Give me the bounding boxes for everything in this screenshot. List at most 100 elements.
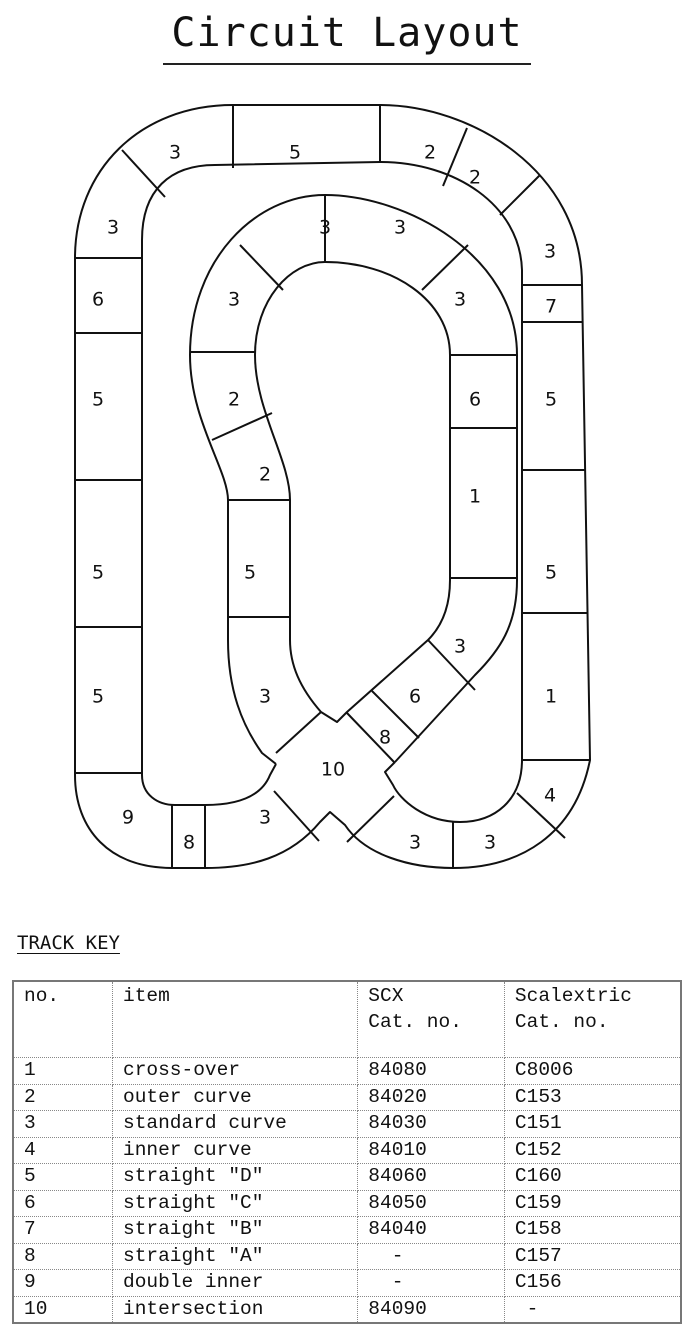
- cell-scx-cat-no: 84020: [357, 1083, 505, 1111]
- cell-scx-cat-no: -: [357, 1242, 505, 1270]
- track-piece-label: 3: [544, 241, 556, 263]
- header-scalextric-cat-no: Scalextric Cat. no.: [503, 980, 682, 1058]
- cell-item: standard curve: [111, 1110, 359, 1138]
- cell-no: 9: [12, 1269, 113, 1297]
- cell-scalextric-cat-no: -: [503, 1295, 682, 1324]
- outer-track-inner-edge-left: [141, 161, 523, 823]
- cell-no: 3: [12, 1110, 113, 1138]
- cell-item: intersection: [111, 1295, 359, 1324]
- track-piece-label: 3: [454, 289, 466, 311]
- track-piece-label: 5: [92, 562, 104, 584]
- cell-scx-cat-no: 84090: [357, 1295, 505, 1324]
- track-piece-labels: 3 5 2 2 3 3 6 7 5 5 5 5 5 1 4 9 8 3 3 3 …: [92, 142, 557, 854]
- track-piece-label: 4: [544, 785, 556, 807]
- track-piece-label: 3: [169, 142, 181, 164]
- track-piece-label: 5: [545, 389, 557, 411]
- outer-track-outer-edge: [74, 104, 591, 869]
- track-piece-label: 3: [409, 832, 421, 854]
- track-piece-label: 3: [259, 807, 271, 829]
- track-piece-label: 1: [469, 486, 481, 508]
- cell-scalextric-cat-no: C157: [503, 1242, 682, 1270]
- cell-scalextric-cat-no: C160: [503, 1163, 682, 1191]
- track-piece-label: 2: [469, 167, 481, 189]
- cell-scalextric-cat-no: C156: [503, 1269, 682, 1297]
- track-piece-label: 6: [409, 686, 421, 708]
- circuit-diagram: 3 5 2 2 3 3 6 7 5 5 5 5 5 1 4 9 8 3 3 3 …: [74, 104, 591, 869]
- cell-scx-cat-no: 84080: [357, 1057, 505, 1085]
- cell-no: 10: [12, 1295, 113, 1324]
- cell-scx-cat-no: 84060: [357, 1163, 505, 1191]
- track-piece-label: 3: [107, 217, 119, 239]
- cell-no: 1: [12, 1057, 113, 1085]
- track-piece-label: 5: [92, 389, 104, 411]
- track-piece-label: 3: [454, 636, 466, 658]
- track-piece-label: 10: [321, 759, 345, 781]
- cell-scx-cat-no: 84030: [357, 1110, 505, 1138]
- cell-no: 7: [12, 1216, 113, 1244]
- track-piece-label: 6: [92, 289, 104, 311]
- track-piece-label: 8: [183, 832, 195, 854]
- track-piece-label: 3: [259, 686, 271, 708]
- cell-item: cross-over: [111, 1057, 359, 1085]
- cell-item: straight "A": [111, 1242, 359, 1270]
- cell-scalextric-cat-no: C159: [503, 1189, 682, 1217]
- track-piece-label: 8: [379, 727, 391, 749]
- track-piece-label: 5: [289, 142, 301, 164]
- track-piece-label: 9: [122, 807, 134, 829]
- track-piece-label: 6: [469, 389, 481, 411]
- cell-scx-cat-no: 84040: [357, 1216, 505, 1244]
- track-piece-label: 5: [545, 562, 557, 584]
- cell-no: 5: [12, 1163, 113, 1191]
- track-piece-dividers: [75, 105, 590, 868]
- cell-item: outer curve: [111, 1083, 359, 1111]
- cell-scx-cat-no: -: [357, 1269, 505, 1297]
- track-piece-label: 2: [424, 142, 436, 164]
- cell-scalextric-cat-no: C158: [503, 1216, 682, 1244]
- page-title: Circuit Layout: [171, 10, 523, 56]
- cell-scalextric-cat-no: C152: [503, 1136, 682, 1164]
- track-piece-label: 3: [484, 832, 496, 854]
- inner-loop-outer-edge: [189, 194, 518, 765]
- table-header-row: no. item SCX Cat. no. Scalextric Cat. no…: [12, 980, 682, 1058]
- cell-scalextric-cat-no: C8006: [503, 1057, 682, 1085]
- track-piece-label: 3: [319, 217, 331, 239]
- cell-no: 4: [12, 1136, 113, 1164]
- cell-item: straight "C": [111, 1189, 359, 1217]
- track-key-title: TRACK KEY: [17, 932, 120, 954]
- header-item: item: [111, 980, 359, 1058]
- cell-item: inner curve: [111, 1136, 359, 1164]
- cell-item: straight "D": [111, 1163, 359, 1191]
- cell-no: 6: [12, 1189, 113, 1217]
- cell-scx-cat-no: 84050: [357, 1189, 505, 1217]
- track-piece-label: 3: [394, 217, 406, 239]
- track-piece-label: 1: [545, 686, 557, 708]
- cell-item: double inner: [111, 1269, 359, 1297]
- cell-item: straight "B": [111, 1216, 359, 1244]
- cell-no: 2: [12, 1083, 113, 1111]
- track-piece-label: 7: [545, 296, 557, 318]
- header-scx-cat-no: SCX Cat. no.: [357, 980, 505, 1058]
- track-key-table: no. item SCX Cat. no. Scalextric Cat. no…: [12, 980, 682, 1324]
- track-piece-label: 5: [92, 686, 104, 708]
- cell-no: 8: [12, 1242, 113, 1270]
- header-no: no.: [12, 980, 113, 1058]
- track-piece-label: 2: [259, 464, 271, 486]
- track-piece-label: 2: [228, 389, 240, 411]
- track-piece-label: 3: [228, 289, 240, 311]
- cell-scalextric-cat-no: C151: [503, 1110, 682, 1138]
- cell-scx-cat-no: 84010: [357, 1136, 505, 1164]
- title-underline: [163, 63, 531, 65]
- inner-loop-inner-edge: [254, 261, 451, 723]
- track-piece-label: 5: [244, 562, 256, 584]
